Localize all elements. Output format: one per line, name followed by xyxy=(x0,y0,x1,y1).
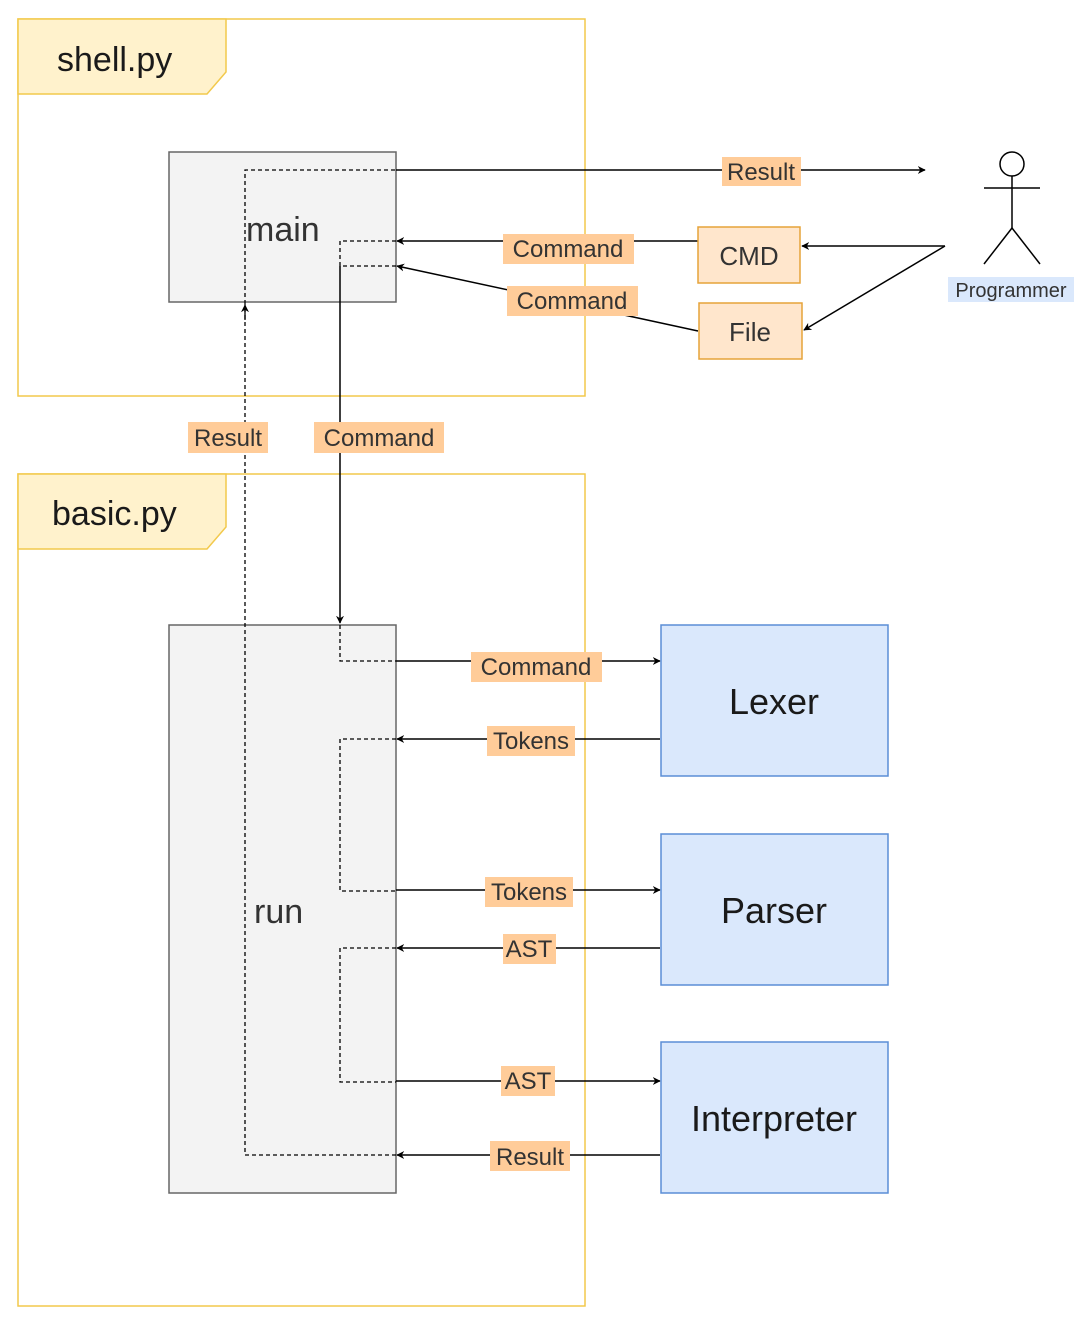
input-cmd: CMD xyxy=(697,226,801,284)
actor-programmer xyxy=(983,151,1041,265)
input-file: File xyxy=(698,302,803,360)
component-lexer: Lexer xyxy=(660,624,889,777)
edge-label-text: Result xyxy=(194,425,262,452)
dashed-main-command-path xyxy=(339,240,396,267)
edge-label-text: Command xyxy=(481,654,592,681)
edge-label-main-to-run: Command xyxy=(314,422,444,453)
module-basic-title: basic.py xyxy=(52,495,177,533)
edge-label-interpreter-to-run: Result xyxy=(490,1141,570,1171)
edge-label-text: AST xyxy=(505,1068,552,1095)
edge-label-text: Command xyxy=(324,425,435,452)
edge-label-parser-to-run: AST xyxy=(503,934,556,964)
edge-label-cmd-to-main: Command xyxy=(503,234,634,264)
arrow-file-to-main xyxy=(396,263,699,332)
edge-label-text: Command xyxy=(517,288,628,315)
edge-label-text: Tokens xyxy=(491,879,567,906)
module-shell-tab xyxy=(17,18,227,95)
function-run-box xyxy=(168,624,397,1194)
component-parser: Parser xyxy=(660,833,889,986)
edge-label-text: Result xyxy=(496,1144,564,1171)
module-basic: basic.py xyxy=(17,473,586,1307)
function-main-label: main xyxy=(246,211,320,249)
actor-left-leg xyxy=(983,227,1013,265)
edge-label-run-to-main: Result xyxy=(188,422,268,453)
module-shell-title: shell.py xyxy=(57,41,172,79)
actor-right-leg xyxy=(1011,227,1041,265)
internal-dashed-flows xyxy=(244,169,396,1156)
edge-label-main-to-programmer: Result xyxy=(722,157,801,186)
arrow-programmer-to-file xyxy=(803,245,946,331)
actor-label-background xyxy=(948,277,1074,302)
edge-label-lexer-to-run: Tokens xyxy=(487,726,575,756)
edge-label-run-to-lexer: Command xyxy=(471,652,602,682)
edge-label-text: Command xyxy=(513,236,624,263)
actor-head xyxy=(999,151,1025,177)
component-interpreter: Interpreter xyxy=(660,1041,889,1194)
module-basic-tab xyxy=(17,473,227,550)
edge-label-text: Tokens xyxy=(493,728,569,755)
edge-label-run-to-interpreter: AST xyxy=(501,1066,555,1096)
edge-label-run-to-parser: Tokens xyxy=(485,877,573,907)
dashed-ast-path xyxy=(339,947,396,1083)
dashed-result-return-path xyxy=(244,304,396,1156)
input-file-label: File xyxy=(729,317,771,347)
dashed-main-result-path xyxy=(244,169,396,304)
module-shell-frame xyxy=(17,18,586,397)
component-parser-label: Parser xyxy=(721,890,827,931)
input-cmd-label: CMD xyxy=(719,241,778,271)
actor-programmer-label: Programmer xyxy=(955,280,1066,302)
dashed-tokens-path xyxy=(339,738,396,892)
component-interpreter-label: Interpreter xyxy=(691,1098,857,1139)
edge-label-text: Result xyxy=(727,159,795,186)
module-shell: shell.py xyxy=(17,18,586,397)
function-main-box xyxy=(168,151,397,303)
edge-label-file-to-main: Command xyxy=(507,286,638,316)
component-lexer-label: Lexer xyxy=(729,681,819,722)
dashed-run-command-path xyxy=(339,625,396,662)
edge-label-text: AST xyxy=(506,936,553,963)
function-run-label: run xyxy=(254,893,303,931)
